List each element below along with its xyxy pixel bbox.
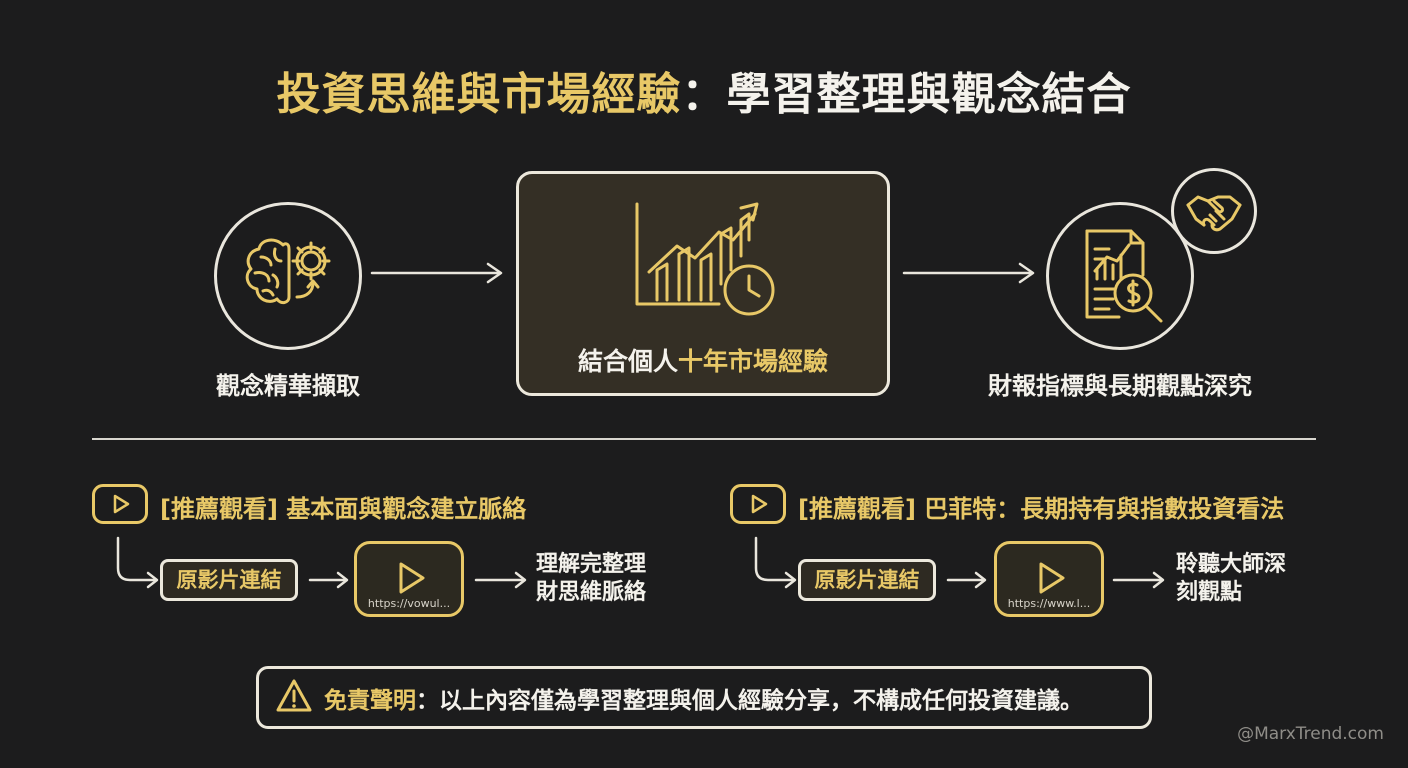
- video-1-play-chip[interactable]: [92, 484, 148, 524]
- concept-extraction-circle: [214, 202, 362, 350]
- center-label-plain: 結合個人: [577, 347, 678, 376]
- play-icon: [751, 494, 768, 514]
- financial-report-magnifier-icon: [1085, 229, 1163, 323]
- page-title: 投資思維與市場經驗：學習整理與觀念結合: [0, 58, 1408, 122]
- video-1-outcome: 理解完整理財思維脈絡: [536, 552, 647, 605]
- section-divider: [92, 438, 1316, 440]
- growth-chart-clock-icon: [635, 202, 775, 316]
- video-2-thumbnail[interactable]: https://www.l...: [994, 541, 1104, 617]
- video-1-title[interactable]: [推薦觀看] 基本面與觀念建立脈絡: [160, 495, 527, 523]
- disclaimer-text: 免責聲明：以上內容僅為學習整理與個人經驗分享，不構成任何投資建議。: [324, 681, 1083, 715]
- center-label-highlight: 十年市場經驗: [678, 347, 829, 376]
- watermark: @MarxTrend.com: [1237, 724, 1384, 744]
- video-1-thumbnail[interactable]: https://vowul...: [354, 541, 464, 617]
- video-2-title[interactable]: [推薦觀看] 巴菲特：長期持有與指數投資看法: [798, 495, 1285, 523]
- video-2-url[interactable]: https://www.l...: [1007, 597, 1091, 610]
- disclaimer-box: [256, 666, 1152, 729]
- handshake-badge: [1171, 168, 1257, 254]
- play-icon: [399, 562, 425, 594]
- video-1-url[interactable]: https://vowul...: [367, 597, 451, 610]
- play-icon: [1039, 562, 1065, 594]
- brain-gear-icon: [245, 238, 331, 305]
- experience-box: [516, 171, 890, 396]
- right-step-label: 財報指標與長期觀點深究: [988, 372, 1252, 400]
- title-rest: ：學習整理與觀念結合: [681, 69, 1132, 120]
- video-2-outcome: 聆聽大師深刻觀點: [1176, 552, 1287, 605]
- disclaimer-label: 免責聲明: [324, 688, 416, 714]
- left-step-label: 觀念精華擷取: [216, 372, 360, 400]
- warning-icon: [276, 679, 312, 712]
- title-highlight: 投資思維與市場經驗: [276, 69, 682, 120]
- video-1-link-button[interactable]: 原影片連結: [160, 559, 298, 601]
- disclaimer-body: ：以上內容僅為學習整理與個人經驗分享，不構成任何投資建議。: [416, 688, 1083, 714]
- financial-analysis-circle: [1046, 202, 1194, 350]
- center-step-label: 結合個人十年市場經驗: [516, 342, 890, 378]
- handshake-icon: [1186, 195, 1242, 232]
- play-icon: [113, 494, 130, 514]
- video-2-link-button[interactable]: 原影片連結: [798, 559, 936, 601]
- video-2-play-chip[interactable]: [730, 484, 786, 524]
